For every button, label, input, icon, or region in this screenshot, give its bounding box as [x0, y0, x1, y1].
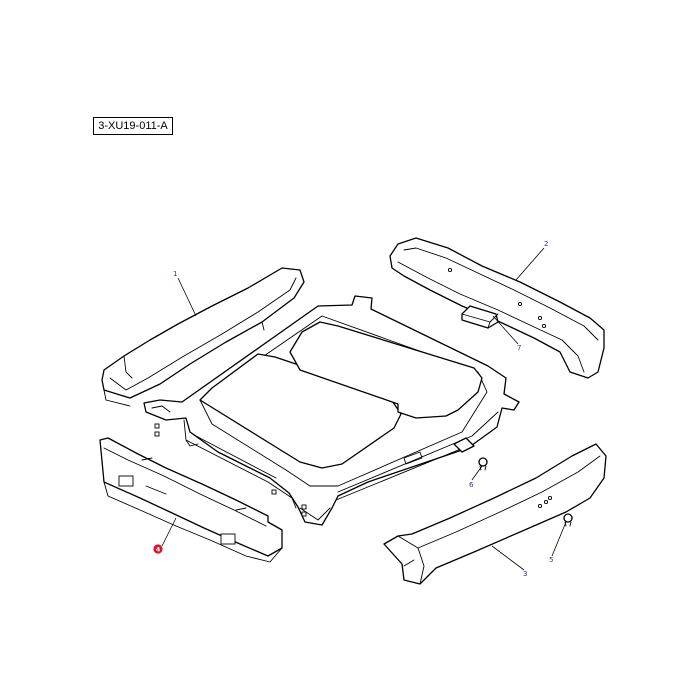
front-right-trim — [383, 443, 607, 585]
roof-frame — [143, 295, 520, 526]
rear-right-trim — [389, 237, 605, 379]
callout-number-3: 3 — [523, 570, 527, 578]
callout-number-7: 7 — [517, 344, 521, 352]
leader-lines — [161, 247, 567, 571]
callout-number-6: 6 — [469, 481, 474, 489]
callout-number-1: 1 — [173, 270, 177, 278]
figure-reference-label: 3-XU19-011-A — [93, 117, 173, 135]
front-panel — [99, 437, 283, 563]
callout-4-highlight[interactable]: 4 — [153, 544, 163, 554]
callout-number-5: 5 — [549, 556, 553, 564]
fastener-clip — [478, 457, 488, 471]
callout-number-2: 2 — [544, 240, 548, 248]
front-left-trim — [101, 267, 305, 407]
callouts: 1 2 7 6 5 3 4 — [153, 240, 553, 578]
highlight-marker — [153, 544, 163, 554]
callout-number-4: 4 — [156, 546, 161, 554]
